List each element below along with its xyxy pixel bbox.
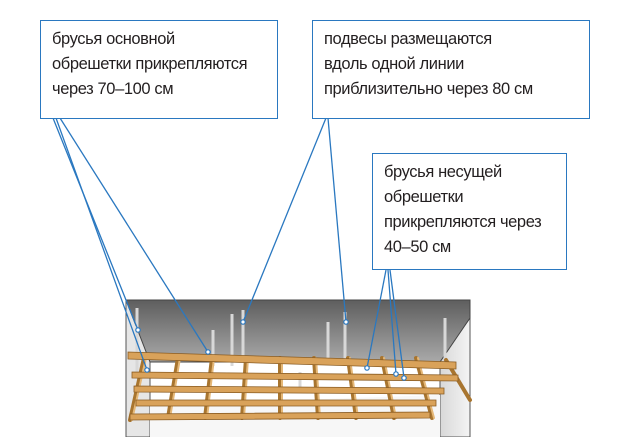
callout-line: вдоль одной линии	[324, 55, 464, 73]
callout-line: обрешетки прикрепляются	[52, 55, 248, 73]
callout-line: брусья основной	[52, 30, 175, 48]
callout-line: подвесы размещаются	[324, 30, 492, 48]
callout-hangers: подвесы размещаются вдоль одной линии пр…	[312, 20, 590, 119]
leader-lines	[52, 117, 405, 379]
callout-line: через 70–100 см	[52, 80, 174, 98]
main-battens	[127, 351, 459, 421]
leader-endpoints	[135, 319, 407, 381]
ceiling-surface	[125, 299, 471, 363]
callout-line: прикрепляются через	[384, 213, 542, 231]
callout-main-battens: брусья основной обрешетки прикрепляются …	[40, 20, 278, 119]
callout-bearing-battens: брусья несущей обрешетки прикрепляются ч…	[372, 153, 567, 270]
callout-line: приблизительно через 80 см	[324, 80, 533, 98]
callout-line: 40–50 см	[384, 238, 451, 256]
callout-line: обрешетки	[384, 188, 464, 206]
callout-line: брусья несущей	[384, 163, 502, 181]
